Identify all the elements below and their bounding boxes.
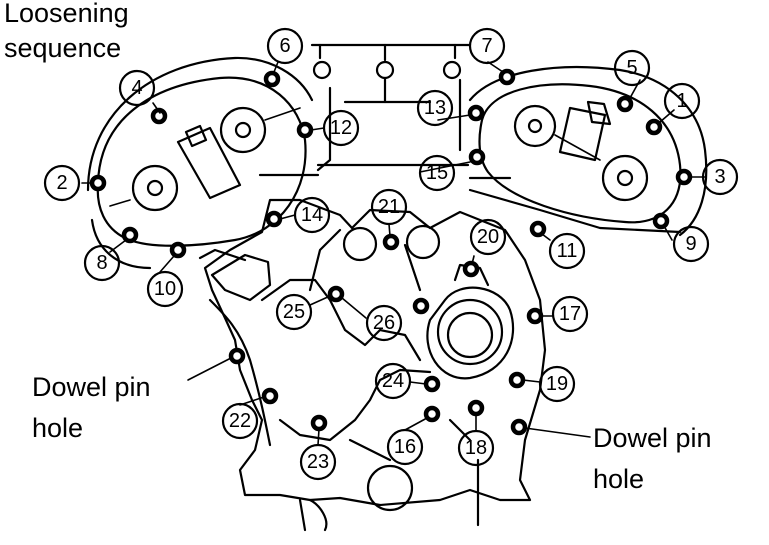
dowel-left-line-2: hole (32, 413, 83, 443)
bolt-9 (652, 212, 670, 230)
svg-text:20: 20 (477, 226, 499, 248)
callout-26: 26 (365, 304, 403, 342)
bolt-16 (423, 405, 441, 423)
callout-12: 12 (322, 109, 360, 147)
callout-5: 5 (613, 49, 651, 87)
bolts (89, 68, 693, 436)
callout-15: 15 (418, 154, 456, 192)
svg-text:22: 22 (229, 410, 251, 432)
bolt-1 (645, 118, 663, 136)
bolt-24 (423, 375, 441, 393)
title-line-1: Loosening (4, 0, 129, 28)
bolt-2 (89, 174, 107, 192)
callout-3: 3 (701, 158, 739, 196)
lower-timing-cover (198, 198, 547, 532)
right-cam-cover (468, 65, 708, 237)
svg-text:8: 8 (96, 252, 107, 274)
callout-19: 19 (538, 365, 576, 403)
callout-14: 14 (293, 196, 331, 234)
title-line-2: sequence (4, 33, 121, 63)
svg-text:6: 6 (279, 35, 290, 57)
callout-7: 7 (468, 27, 506, 65)
dowel-left-line-1: Dowel pin (32, 372, 151, 402)
svg-text:23: 23 (307, 451, 329, 473)
bolt-17 (526, 307, 544, 325)
number-callouts: 1 2 3 4 5 6 7 8 9 10 11 12 13 14 15 16 1… (43, 27, 739, 481)
callout-23: 23 (299, 443, 337, 481)
callout-6: 6 (266, 27, 304, 65)
callout-11: 11 (548, 232, 586, 270)
bolt-6 (263, 70, 281, 88)
svg-text:7: 7 (481, 35, 492, 57)
svg-text:15: 15 (426, 162, 448, 184)
svg-text:17: 17 (559, 303, 581, 325)
svg-text:3: 3 (714, 166, 725, 188)
bolt-12 (296, 121, 314, 139)
dowel-pin-hole-left (228, 347, 246, 365)
bolt-11 (529, 220, 547, 238)
text-labels: Loosening sequence Dowel pin hole Dowel … (4, 0, 712, 494)
callout-10: 10 (146, 270, 184, 308)
bolt-23 (310, 414, 328, 432)
callout-1: 1 (663, 82, 701, 120)
callout-22: 22 (221, 402, 259, 440)
svg-text:13: 13 (424, 97, 446, 119)
svg-text:11: 11 (557, 240, 578, 262)
svg-text:21: 21 (378, 196, 400, 218)
callout-16: 16 (386, 428, 424, 466)
bolt-26 (327, 285, 345, 303)
dowel-pin-hole-right (510, 418, 528, 436)
bolt-14 (265, 210, 283, 228)
bolt-19 (508, 371, 526, 389)
svg-text:2: 2 (56, 172, 67, 194)
svg-text:5: 5 (626, 57, 637, 79)
svg-text:1: 1 (676, 90, 687, 112)
bolt-25 (412, 297, 430, 315)
bolt-7 (498, 68, 516, 86)
callout-17: 17 (551, 295, 589, 333)
bolt-8 (121, 226, 139, 244)
bolt-13 (467, 104, 485, 122)
callout-2: 2 (43, 164, 81, 202)
bolt-18 (467, 399, 485, 417)
svg-text:16: 16 (394, 436, 416, 458)
upper-center-structure (258, 43, 682, 234)
svg-text:18: 18 (465, 437, 487, 459)
bolt-5 (616, 95, 634, 113)
callout-4: 4 (118, 69, 156, 107)
dowel-right-line-2: hole (593, 464, 644, 494)
bolt-3 (675, 168, 693, 186)
svg-text:25: 25 (283, 301, 305, 323)
svg-text:4: 4 (131, 77, 142, 99)
bolt-15 (468, 148, 486, 166)
svg-text:9: 9 (685, 233, 696, 255)
dowel-right-line-1: Dowel pin (593, 423, 712, 453)
callout-24: 24 (374, 362, 412, 400)
svg-text:24: 24 (382, 370, 404, 392)
bolt-22 (261, 387, 279, 405)
leader-lines (81, 61, 706, 446)
callout-21: 21 (370, 188, 408, 226)
callout-8: 8 (83, 244, 121, 282)
callout-9: 9 (672, 225, 710, 263)
callout-18: 18 (457, 429, 495, 467)
callout-20: 20 (469, 218, 507, 256)
svg-text:26: 26 (373, 312, 395, 334)
bolt-10 (169, 241, 187, 259)
svg-text:19: 19 (546, 373, 568, 395)
callout-25: 25 (275, 293, 313, 331)
svg-text:10: 10 (154, 278, 176, 300)
bolt-4 (150, 107, 168, 125)
callout-13: 13 (416, 89, 454, 127)
svg-text:14: 14 (301, 204, 323, 226)
left-cam-cover (86, 56, 314, 270)
bolt-21 (382, 233, 400, 251)
svg-text:12: 12 (330, 117, 352, 139)
bolt-20 (462, 260, 480, 278)
